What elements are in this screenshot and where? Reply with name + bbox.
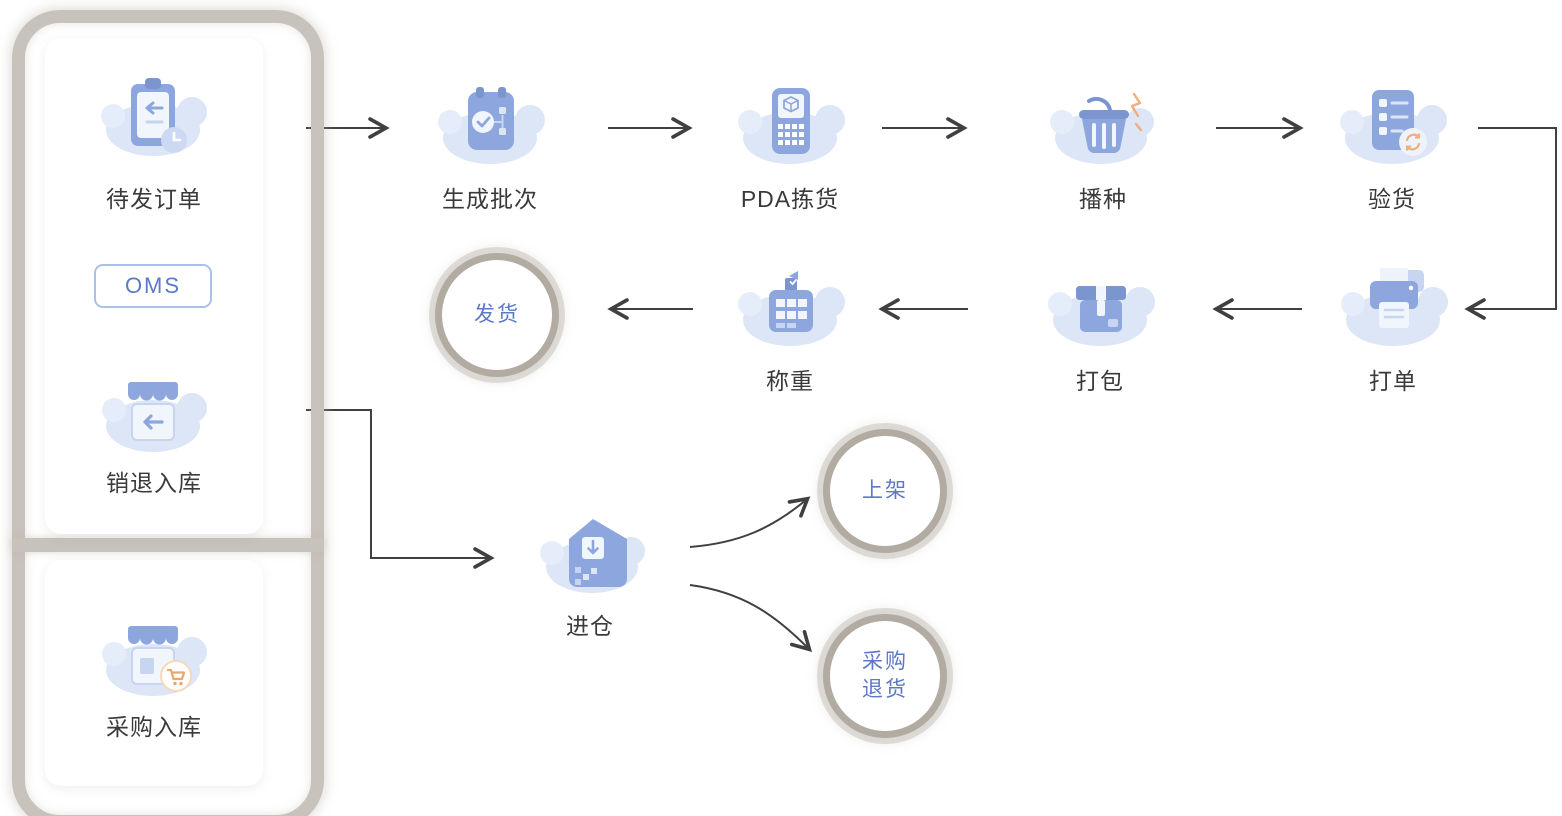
arrow-panel-to-warehouse-in [306,409,495,569]
seeding-label: 播种 [1079,186,1127,212]
arrow-warehouse-to-purchase-return [689,584,813,653]
packing-box-icon [1048,286,1155,346]
shelving-label: 上架 [862,479,908,502]
store-cart-icon [102,626,207,696]
oms-badge: OMS [94,264,212,308]
clipboard-outbound-icon [101,78,207,156]
node-packing: 打包 [1020,262,1180,395]
shelving-circle: 上架 [823,429,947,553]
warehouse-in-icon [540,519,645,593]
shipping-circle: 发货 [435,253,559,377]
shipping-label: 发货 [474,303,520,326]
purchase-return-circle: 采购 退货 [823,614,947,738]
seeding-basket-icon [1050,92,1154,164]
node-inspection: 验货 [1312,80,1472,213]
packing-label: 打包 [1076,368,1124,394]
inspection-label: 验货 [1368,186,1416,212]
arrow-warehouse-to-shelving [689,496,811,548]
purchase-return-line2: 退货 [862,678,908,701]
node-generate-batch: 生成批次 [410,80,570,213]
node-pda-picking: PDA拣货 [710,80,870,213]
weighing-label: 称重 [766,368,814,394]
source-panel-frame: 待发订单 OMS 销退入库 [12,10,324,816]
frame-divider [12,538,324,552]
sales-return-label: 销退入库 [106,470,202,496]
pending-orders-label: 待发订单 [106,186,202,212]
outbound-sources-card: 待发订单 OMS 销退入库 [45,38,263,534]
pda-picking-label: PDA拣货 [740,186,840,212]
store-return-icon [102,382,207,452]
generate-batch-label: 生成批次 [442,186,538,212]
printer-icon [1341,268,1448,346]
warehouse-in-label: 进仓 [566,613,614,639]
purchase-source-card: 采购入库 [45,560,263,786]
arrow-inspection-to-print [1464,127,1557,320]
purchase-inbound-label: 采购入库 [106,714,202,740]
node-seeding: 播种 [1023,80,1183,213]
node-warehouse-in: 进仓 [510,507,670,640]
node-weighing: 称重 [710,262,870,395]
inspection-checklist-icon [1340,90,1447,164]
purchase-return-line1: 采购 [862,650,908,673]
weighing-machine-icon [738,271,845,346]
node-print-order: 打单 [1313,262,1473,395]
pda-device-icon [738,88,845,164]
oms-badge-label: OMS [124,273,182,298]
batch-generate-icon [438,87,545,164]
print-order-label: 打单 [1369,368,1417,394]
